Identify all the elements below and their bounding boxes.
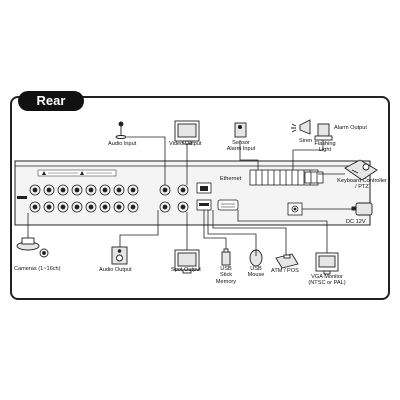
usb-stick-icon (221, 248, 231, 266)
keyboard-controller-label: Keyboard Controller / PTZ (336, 178, 388, 191)
sensor-icon (234, 122, 247, 138)
atm-pos-label: ATM / POS (271, 268, 299, 274)
power-adapter-icon (351, 202, 373, 216)
vga-monitor-icon (315, 252, 339, 275)
sensor-alarm-input-label: Sensor Alarm Input (226, 140, 256, 153)
audio-input-label: Audio Input (108, 141, 137, 147)
keyboard-label-line2: / PTZ (355, 184, 369, 191)
flashing-light-label: Flashing Light (314, 141, 336, 154)
flashing-label-line2: Light (318, 147, 332, 154)
usb-stick-label-line2: Stick (219, 272, 233, 279)
vga-line (237, 210, 328, 254)
keyboard-label-line1: Keyboard Controller (337, 178, 387, 184)
camera-input-row-bottom (29, 201, 139, 213)
spot-output-label: Spot Output (171, 267, 201, 273)
speaker-icon (111, 246, 128, 265)
section-title: Rear (18, 91, 84, 111)
video-monitor-icon (174, 120, 200, 145)
audio-output-label: Audio Output (99, 267, 132, 273)
vga-label-line2: (NTSC or PAL) (308, 280, 346, 287)
siren-icon (291, 119, 311, 135)
audio-input-connector (159, 201, 171, 213)
audio-input-line (127, 136, 166, 185)
flashing-light-icon (314, 123, 333, 141)
usb-mouse-line (207, 210, 257, 250)
usb-mouse-icon (249, 249, 263, 267)
sensor-label-line2: Alarm Input (226, 146, 256, 153)
sensor-line (239, 140, 259, 170)
camera-icon (16, 237, 49, 258)
spot-output-connector (177, 201, 189, 213)
flashing-label-line1: Flashing (314, 141, 336, 147)
alarm-output-label: Alarm Output (334, 125, 367, 131)
usb-mouse-label: USB Mouse (243, 266, 269, 279)
atm-pos-icon (275, 253, 299, 269)
microphone-icon (115, 121, 127, 139)
spot-monitor-icon (174, 249, 200, 274)
usb-stick-line (203, 210, 227, 252)
ethernet-label: Ethernet (220, 176, 242, 182)
vga-port (217, 199, 239, 211)
alarm-line (292, 134, 324, 170)
keyboard-controller-icon (344, 159, 378, 181)
cameras-label: Cameras (1~16ch) (14, 266, 61, 272)
video-output-connector (177, 184, 189, 196)
terminal-block (249, 169, 324, 186)
usb-mouse-label-line1: USB (250, 266, 262, 272)
sensor-label-line1: Sensor (232, 140, 250, 146)
video-output-label: Video Output (169, 141, 202, 147)
audio-output-line (119, 210, 159, 247)
usb-stick-label: USB Stick Memory (213, 266, 239, 285)
vga-monitor-label: VGA Monitor (NTSC or PAL) (304, 274, 350, 287)
dc-12v-label: DC 12V (346, 219, 366, 225)
usb-stick-label-line3: Memory (215, 278, 237, 285)
vga-label-line1: VGA Monitor (311, 274, 343, 280)
usb-mouse-label-line2: Mouse (247, 272, 265, 279)
atm-line (212, 210, 287, 255)
usb-stick-label-line1: USB (220, 266, 232, 272)
siren-label: Siren (299, 138, 313, 144)
camera-input-row-top (29, 184, 139, 196)
